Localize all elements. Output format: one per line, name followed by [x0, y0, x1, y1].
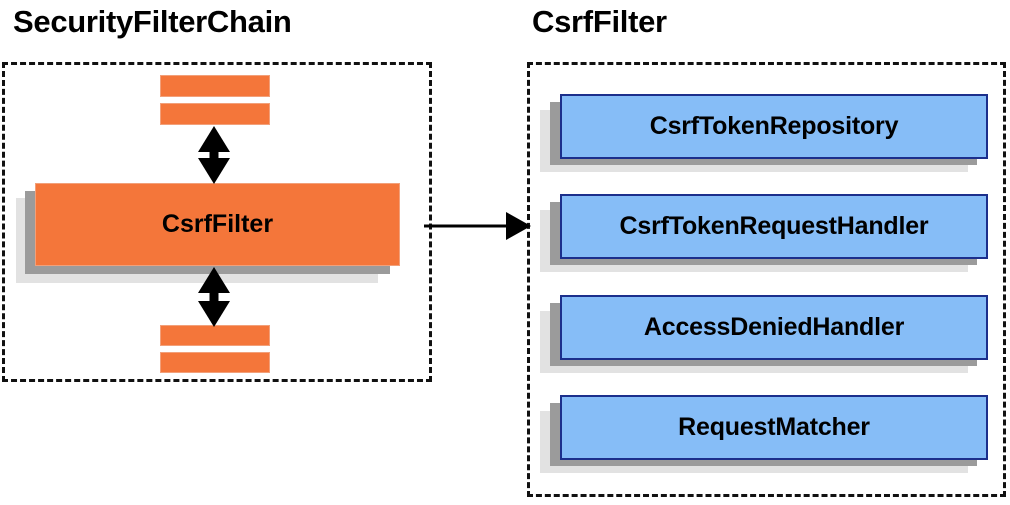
component-box-access-denied-handler[interactable]: AccessDeniedHandler [560, 295, 988, 360]
stub-filter-bar-1 [160, 75, 270, 97]
stub-filter-bar-2 [160, 103, 270, 125]
right-panel-title: CsrfFilter [532, 4, 667, 39]
csrf-filter-expansion-arrow-icon [424, 212, 531, 240]
component-label: RequestMatcher [678, 413, 870, 441]
left-panel-title: SecurityFilterChain [13, 4, 292, 39]
csrf-filter-box-label: CsrfFilter [161, 210, 274, 238]
component-label: AccessDeniedHandler [643, 313, 905, 341]
component-box-csrf-token-request-handler[interactable]: CsrfTokenRequestHandler [560, 194, 988, 259]
component-box-request-matcher[interactable]: RequestMatcher [560, 395, 988, 460]
security-filter-chain-container [2, 62, 432, 382]
component-label: CsrfTokenRepository [649, 112, 899, 140]
csrf-filter-box[interactable]: CsrfFilter [35, 183, 400, 266]
stub-filter-bar-3 [160, 325, 270, 346]
csrf-filter-detail-container [527, 62, 1006, 497]
component-box-csrf-token-repository[interactable]: CsrfTokenRepository [560, 94, 988, 159]
stub-filter-bar-4 [160, 352, 270, 373]
component-label: CsrfTokenRequestHandler [619, 212, 929, 240]
